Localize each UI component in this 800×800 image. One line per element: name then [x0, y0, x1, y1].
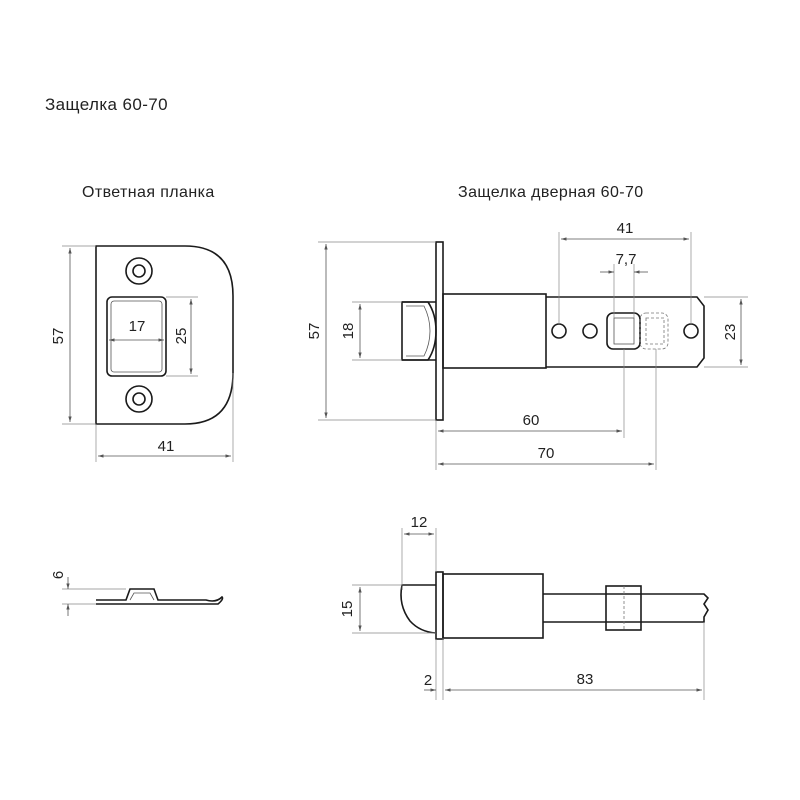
strike-slot-height-dim: 25 [173, 328, 190, 345]
strike-width-dim: 41 [158, 438, 175, 455]
latch-front-view [401, 241, 705, 421]
latch-bolt-height-dim: 18 [340, 323, 357, 340]
strike-plate-label: Ответная планка [82, 184, 215, 201]
latch-side-view [400, 571, 710, 640]
latch-square-dim: 7,7 [616, 251, 637, 268]
strike-height-dim: 57 [50, 328, 67, 345]
latch-tail-span-dim: 41 [617, 220, 634, 237]
latch-label: Защелка дверная 60-70 [458, 184, 644, 201]
latch-flange-dim: 2 [424, 672, 432, 689]
latch-tail-height-dim: 23 [722, 324, 739, 341]
latch-side-dimensions [352, 528, 705, 700]
latch-total-length-dim: 83 [577, 671, 594, 688]
strike-slot-width-dim: 17 [129, 318, 146, 335]
latch-bolt-side-height-dim: 15 [339, 601, 356, 618]
strike-thickness-dim: 6 [50, 571, 67, 579]
page-title: Защелка 60-70 [45, 95, 168, 114]
latch-backset-70-dim: 70 [538, 445, 555, 462]
strike-plate-dimensions [62, 245, 234, 462]
latch-faceplate-height-dim: 57 [306, 323, 323, 340]
latch-bolt-projection-dim: 12 [411, 514, 428, 531]
strike-plate-front-view [95, 245, 234, 425]
latch-front-dimensions [318, 232, 748, 470]
latch-backset-60-dim: 60 [523, 412, 540, 429]
strike-plate-side-view [62, 577, 224, 616]
